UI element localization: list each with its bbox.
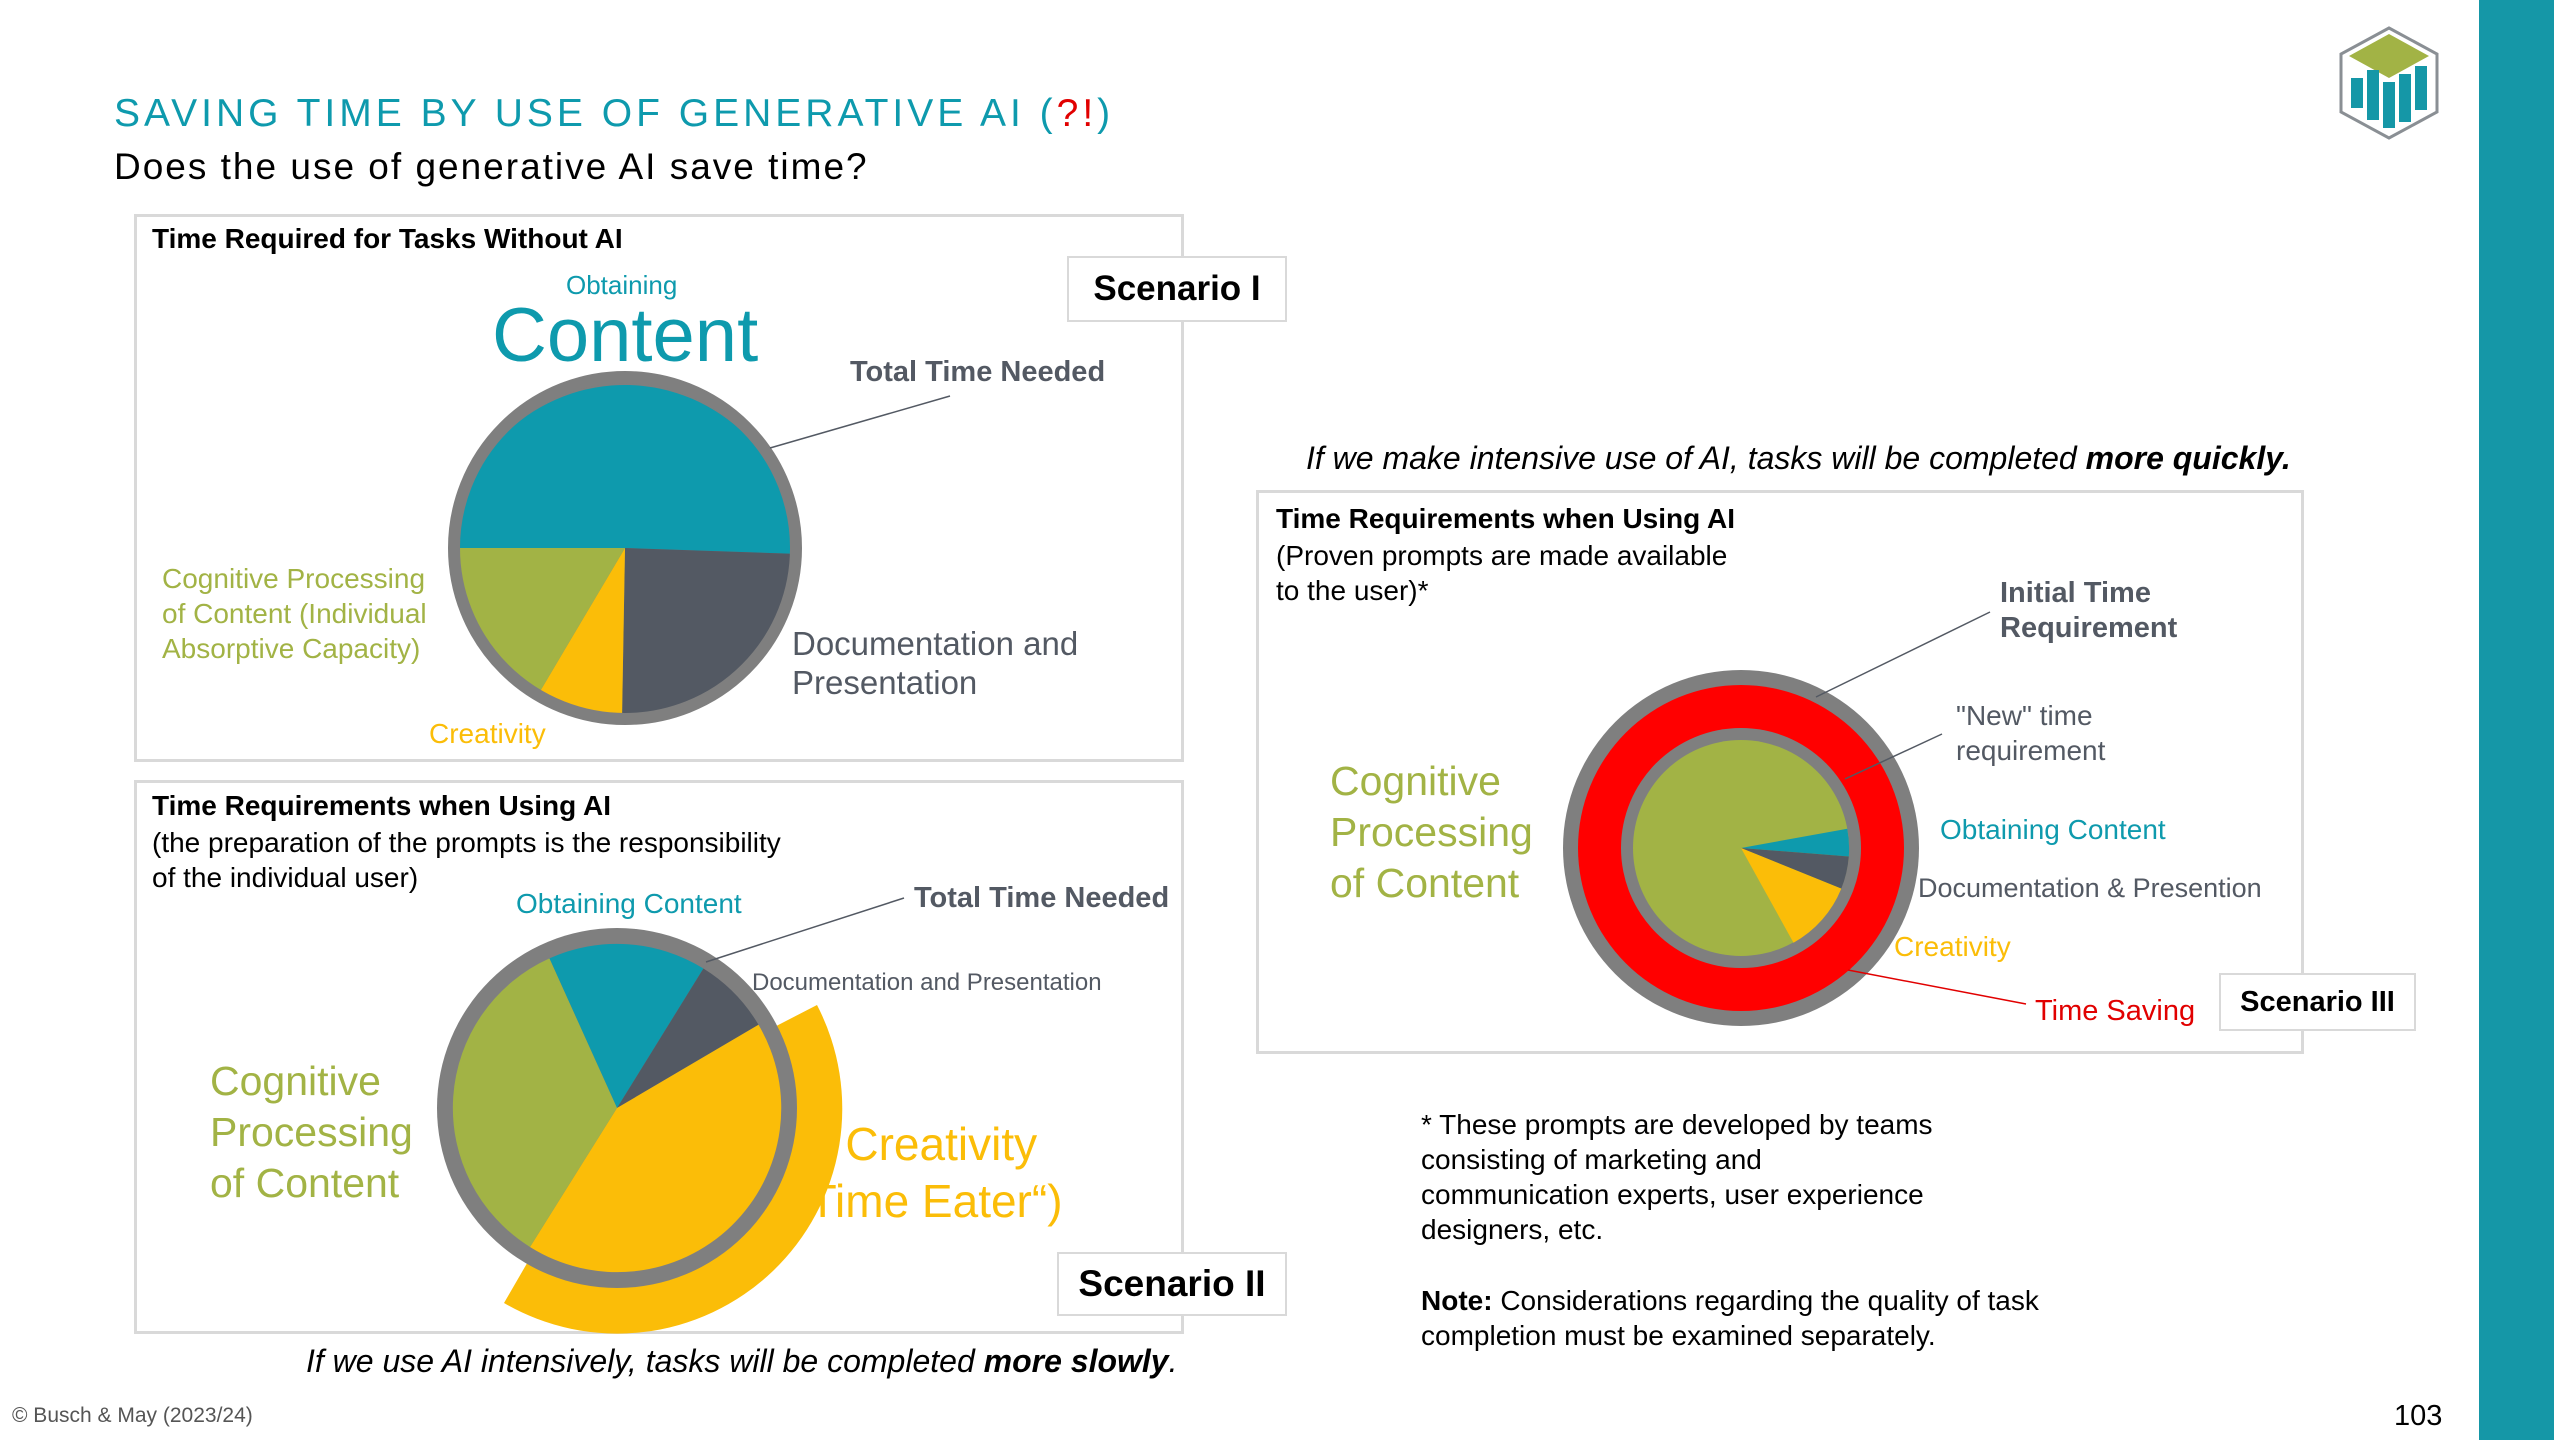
s1-cog-line2: of Content (Individual	[162, 598, 427, 629]
page-subtitle: Does the use of generative AI save time?	[114, 146, 869, 187]
s3-cognitive-label: Cognitive Processing of Content	[1330, 756, 1533, 909]
s3-obtaining-label: Obtaining Content	[1940, 814, 2166, 845]
s1-content-label: Content	[492, 293, 759, 378]
s2-cog-line1: Cognitive	[210, 1058, 381, 1104]
s1-slice-obtaining-content	[454, 384, 796, 554]
s3-sub-line1: (Proven prompts are made available	[1276, 540, 1728, 571]
s3-caption-pre: If we make intensive use of AI, tasks wi…	[1306, 440, 2086, 476]
s2-documentation-label: Documentation and Presentation	[752, 969, 1102, 996]
s3-initial-line2: Requirement	[2000, 612, 2178, 644]
s2-slice-creativity	[530, 1024, 782, 1273]
s3-saving-leader-line	[1847, 969, 2027, 1005]
s2-total-leader-line	[705, 897, 905, 963]
scenario2-badge-label: Scenario II	[1078, 1263, 1266, 1304]
s3-cog-line1: Cognitive	[1330, 758, 1501, 804]
footnote-line2: consisting of marketing and	[1421, 1144, 1762, 1175]
s3-initial-leader-line	[1815, 611, 1991, 698]
s2-caption-bold: more slowly	[983, 1343, 1169, 1379]
s2-caption: If we use AI intensively, tasks will be …	[306, 1343, 1177, 1380]
s2-sub-line1: (the preparation of the prompts is the r…	[152, 827, 781, 858]
scenario1-badge: Scenario I	[1067, 256, 1287, 322]
s2-obtaining-label: Obtaining Content	[516, 888, 742, 919]
scenario1-title: Time Required for Tasks Without AI	[152, 223, 623, 254]
s1-documentation-label: Documentation and Presentation	[792, 624, 1078, 702]
footnote-line4: designers, etc.	[1421, 1214, 1604, 1245]
scenario2-badge: Scenario II	[1057, 1252, 1287, 1316]
s3-initial-label: Initial Time Requirement	[2000, 576, 2177, 646]
s3-creativity-label: Creativity	[1894, 931, 2011, 962]
s3-slice-creativity	[1741, 848, 1842, 943]
s2-slice-documentation	[617, 968, 759, 1108]
scenario1-badge-label: Scenario I	[1093, 269, 1261, 308]
s3-new-line1: "New" time	[1956, 700, 2093, 731]
s2-total-time-label: Total Time Needed	[914, 882, 1170, 914]
s1-cog-line1: Cognitive Processing	[162, 563, 426, 594]
s2-cognitive-label: Cognitive Processing of Content	[210, 1056, 413, 1209]
footnote: * These prompts are developed by teams c…	[1421, 1107, 2039, 1353]
s3-new-line2: requirement	[1956, 735, 2106, 766]
s1-slice-documentation	[622, 548, 796, 720]
s3-slice-documentation	[1741, 848, 1849, 889]
scenario3-title: Time Requirements when Using AI	[1276, 503, 1735, 534]
title-mark: ?!	[1056, 92, 1098, 135]
s2-cog-line3: of Content	[210, 1160, 400, 1206]
note-line1: Note: Considerations regarding the quali…	[1421, 1283, 2039, 1318]
s1-ring-border	[448, 371, 802, 725]
s1-cognitive-label: Cognitive Processing of Content (Individ…	[162, 561, 427, 666]
s1-obtaining-label: Obtaining	[566, 270, 678, 300]
note-line2: completion must be examined separately.	[1421, 1320, 1936, 1351]
page-number: 103	[2394, 1400, 2443, 1432]
s2-cog-line2: Processing	[210, 1109, 413, 1155]
scenario2-title: Time Requirements when Using AI	[152, 790, 611, 821]
sidebar-accent-bar	[2479, 0, 2554, 1440]
logo-cube-icon	[2339, 26, 2439, 140]
s3-sub-line2: to the user)*	[1276, 575, 1429, 606]
s2-caption-pre: If we use AI intensively, tasks will be …	[306, 1343, 984, 1379]
scenario3-subtitle: (Proven prompts are made available to th…	[1276, 538, 1727, 608]
s1-doc-line2: Presentation	[792, 664, 978, 701]
copyright: © Busch & May (2023/24)	[12, 1404, 253, 1427]
s1-doc-line1: Documentation and	[792, 625, 1079, 662]
title-close: )	[1097, 92, 1115, 135]
s3-slice-obtaining	[1741, 828, 1850, 857]
s2-slice-obtaining	[549, 943, 704, 1108]
note-text1: Considerations regarding the quality of …	[1492, 1285, 2039, 1316]
s2-sub-line2: of the individual user)	[152, 862, 419, 893]
s3-initial-line1: Initial Time	[2000, 577, 2151, 609]
s3-time-saving-label: Time Saving	[2035, 995, 2196, 1027]
s1-cog-line3: Absorptive Capacity)	[162, 633, 421, 664]
s2-creat-line1: Creativity	[845, 1118, 1038, 1170]
note-label: Note:	[1421, 1285, 1493, 1316]
footnote-line1: * These prompts are developed by teams	[1421, 1109, 1933, 1140]
s1-slice-creativity	[537, 548, 625, 719]
s3-new-label: "New" time requirement	[1956, 698, 2105, 768]
s1-creativity-label: Creativity	[429, 718, 546, 749]
s3-new-leader-line	[1844, 733, 1943, 780]
s3-documentation-label: Documentation & Presention	[1918, 873, 2262, 903]
s3-caption-bold: more quickly.	[2085, 440, 2291, 476]
footnote-line3: communication experts, user experience	[1421, 1179, 1924, 1210]
scenario3-badge-label: Scenario III	[2240, 985, 2395, 1018]
s3-caption: If we make intensive use of AI, tasks wi…	[1306, 440, 2291, 477]
scenario1-pie	[448, 371, 802, 725]
scenario3-badge: Scenario III	[2219, 973, 2416, 1031]
page-title: SAVING TIME BY USE OF GENERATIVE AI (?!)	[114, 92, 1114, 136]
scenario2-subtitle: (the preparation of the prompts is the r…	[152, 825, 781, 895]
s3-cog-line3: of Content	[1330, 860, 1520, 906]
title-main: SAVING TIME BY USE OF GENERATIVE AI (	[114, 92, 1057, 135]
s3-cog-line2: Processing	[1330, 809, 1533, 855]
s1-total-time-label: Total Time Needed	[850, 356, 1106, 388]
s2-caption-post: .	[1168, 1343, 1178, 1379]
s2-slice-cognitive	[452, 958, 617, 1247]
